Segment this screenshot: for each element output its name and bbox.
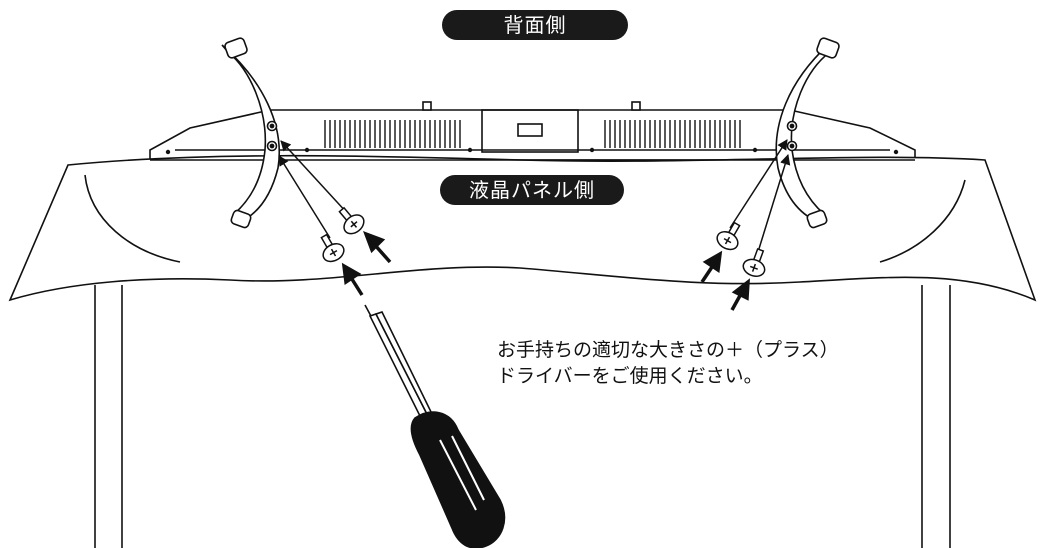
panel-side-label: 液晶パネル側	[440, 175, 624, 205]
arrow-icon	[363, 231, 392, 264]
arrow-icon	[700, 250, 723, 283]
table	[94, 285, 951, 548]
screw-right-lower	[742, 247, 766, 277]
back-side-label: 背面側	[442, 10, 628, 40]
screwdriver-icon	[364, 304, 506, 548]
pointing-arrows	[341, 231, 750, 311]
vent-grill-left	[324, 120, 461, 148]
instruction-line-1: お手持ちの適切な大きさの＋（プラス）	[497, 339, 839, 361]
stand-foot-right	[775, 37, 840, 229]
screw-left-lower	[320, 233, 345, 263]
screws	[320, 206, 766, 277]
instruction-line-2: ドライバーをご使用ください。	[497, 365, 763, 387]
screw-left-upper	[338, 206, 365, 235]
screw-right-upper	[716, 221, 741, 251]
vent-grill-right	[604, 120, 741, 148]
arrow-icon	[730, 278, 750, 311]
stand-foot-left	[221, 37, 280, 229]
body-dots	[165, 147, 899, 155]
arrow-icon	[341, 262, 364, 296]
screw-guide-lines	[278, 139, 791, 253]
